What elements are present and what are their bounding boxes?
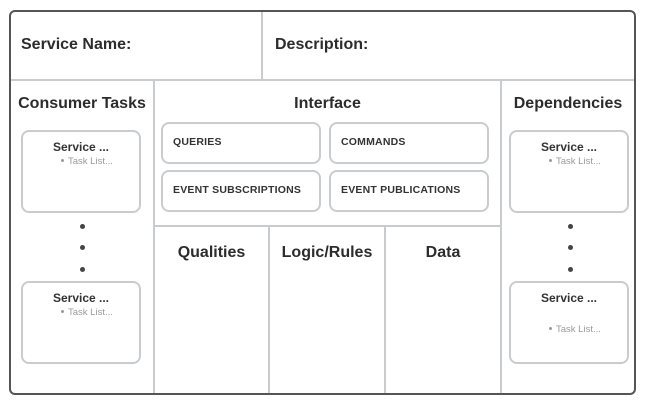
card-subtitle: Task List... [61,156,113,167]
ellipsis-dot [80,224,85,229]
card-subtitle: Task List... [61,307,113,318]
card-subtitle-text: Task List... [68,156,113,167]
service-canvas: Service Name: Description: Consumer Task… [9,10,636,395]
qualities-divider [268,227,270,393]
interface-event-subscriptions[interactable]: EVENT SUBSCRIPTIONS [161,170,321,212]
ellipsis-dot [568,267,573,272]
qualities-title: Qualities [177,244,246,261]
bullet-icon [61,158,64,162]
card-subtitle: Task List... [549,156,601,167]
dependency-card[interactable]: Service ... Task List... [509,130,629,213]
logic-divider [384,227,386,393]
right-column-divider [500,81,502,393]
pill-label: EVENT PUBLICATIONS [341,184,461,196]
interface-bottom-divider [155,225,500,227]
card-subtitle-text: Task List... [556,156,601,167]
left-column-divider [153,81,155,393]
data-title: Data [425,244,461,261]
consumer-tasks-title: Consumer Tasks [18,95,146,112]
pill-label: QUERIES [173,136,222,148]
dependency-card[interactable]: Service ... Task List... [509,281,629,364]
interface-queries[interactable]: QUERIES [161,122,321,164]
card-subtitle: Task List... [549,324,601,335]
ellipsis-dot [568,224,573,229]
ellipsis-dot [80,267,85,272]
card-title: Service ... [540,291,598,305]
ellipsis-dot [568,245,573,250]
pill-label: COMMANDS [341,136,406,148]
dependencies-title: Dependencies [513,95,623,112]
interface-event-publications[interactable]: EVENT PUBLICATIONS [329,170,489,212]
service-name-label: Service Name: [21,36,132,53]
ellipsis-dot [80,245,85,250]
bullet-icon [61,309,64,313]
pill-label: EVENT SUBSCRIPTIONS [173,184,302,196]
header-divider [11,79,634,81]
interface-commands[interactable]: COMMANDS [329,122,489,164]
logic-rules-title: Logic/Rules [281,244,373,261]
card-title: Service ... [540,140,598,154]
consumer-task-card[interactable]: Service ... Task List... [21,281,141,364]
card-subtitle-text: Task List... [556,324,601,335]
bullet-icon [549,158,552,162]
description-label: Description: [275,36,369,53]
card-title: Service ... [52,291,110,305]
consumer-task-card[interactable]: Service ... Task List... [21,130,141,213]
header-vertical-divider [261,12,263,79]
bullet-icon [549,326,552,330]
interface-title: Interface [294,95,361,112]
card-title: Service ... [52,140,110,154]
card-subtitle-text: Task List... [68,307,113,318]
